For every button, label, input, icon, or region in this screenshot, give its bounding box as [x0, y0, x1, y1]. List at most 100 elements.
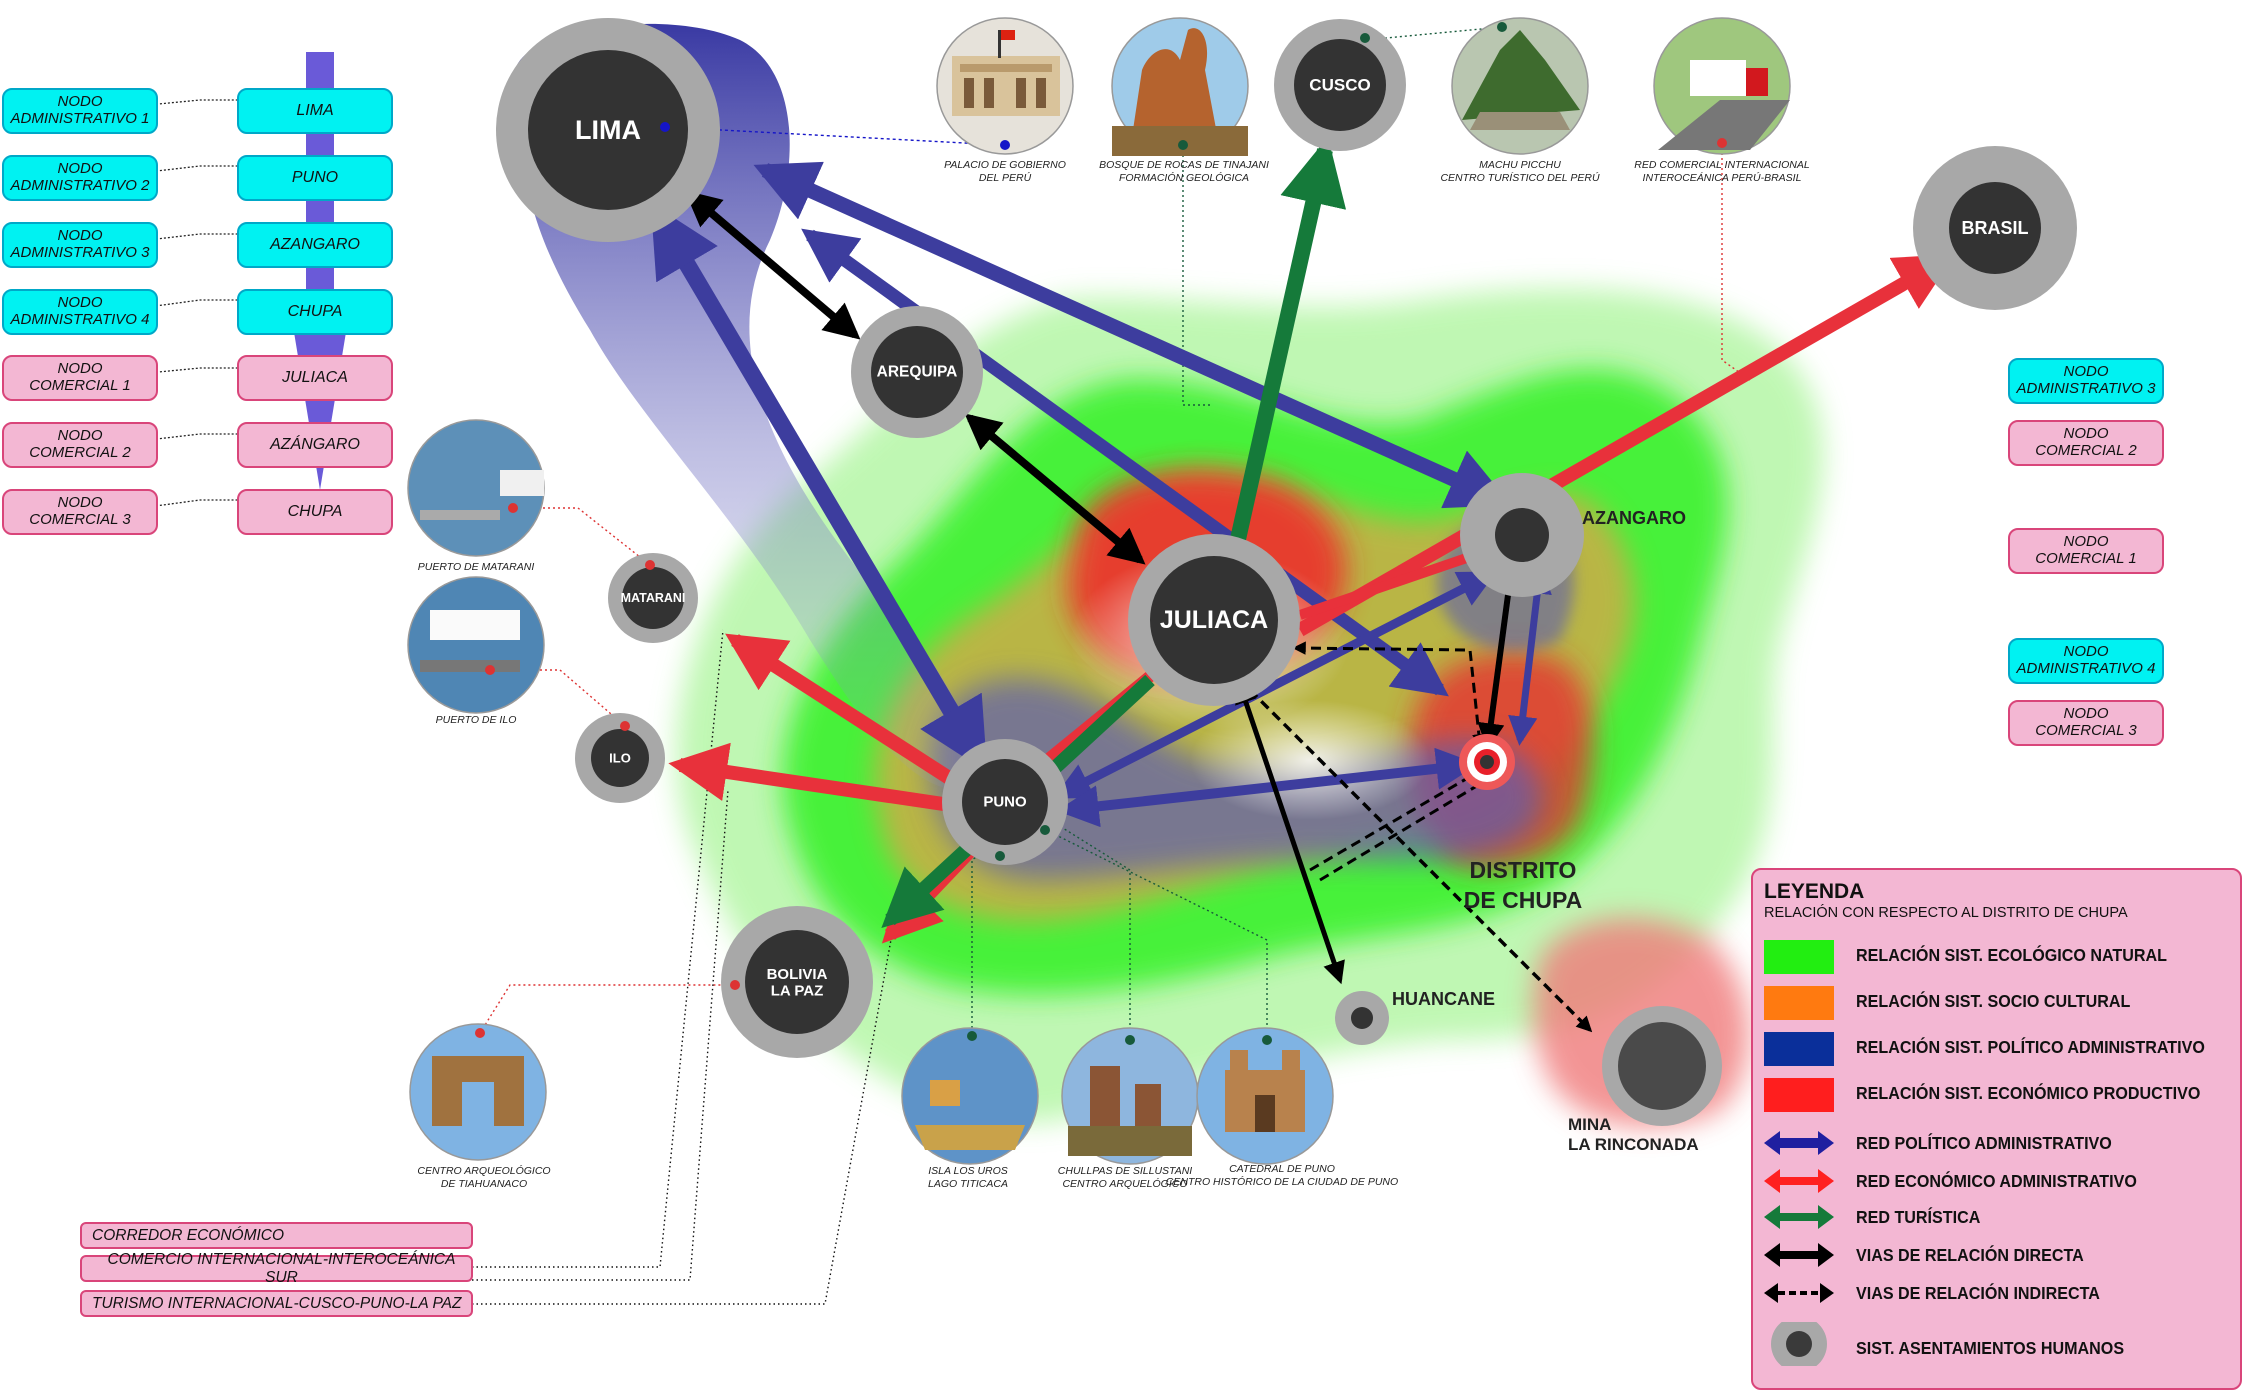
port-icon — [407, 576, 545, 714]
government-palace-icon — [936, 17, 1074, 155]
catedral-caption-2: CENTRO HISTÓRICO DE LA CIUDAD DE PUNO — [1166, 1175, 1398, 1188]
commercial-node-3-box: NODO COMERCIAL 3 — [2, 489, 158, 535]
catedral-caption-1: CATEDRAL DE PUNO — [1229, 1163, 1335, 1175]
cathedral-icon — [1196, 1027, 1334, 1165]
photo-captions: PALACIO DE GOBIERNO DEL PERÚ BOSQUE DE R… — [417, 159, 1809, 1190]
machupicchu-caption-1: MACHU PICCHU — [1479, 159, 1561, 171]
settlements: LIMA CUSCO AREQUIPA JULIACA PUNO MATARAN… — [496, 18, 2077, 1154]
commercial-node-3-place: CHUPA — [237, 489, 393, 535]
chupa-indirect-arrow-2 — [1309, 763, 1493, 872]
stone-gate-icon — [409, 1023, 547, 1161]
machupicchu-caption-2: CENTRO TURÍSTICO DEL PERÚ — [1440, 171, 1599, 184]
tinajani-caption-1: BOSQUE DE ROCAS DE TINAJANI — [1099, 159, 1269, 171]
chupa-indirect-arrow-3 — [1319, 773, 1496, 882]
legend-item-red-turistica: RED TURÍSTICA — [1764, 1197, 2234, 1237]
admin-node-3-box: NODO ADMINISTRATIVO 3 — [2, 222, 158, 268]
admin-node-2-box: NODO ADMINISTRATIVO 2 — [2, 155, 158, 201]
rinconada-node: MINA LA RINCONADA — [1568, 1006, 1722, 1154]
legend-item-politico: RELACIÓN SIST. POLÍTICO ADMINISTRATIVO — [1764, 1027, 2234, 1067]
mountain-ruins-icon — [1451, 17, 1589, 155]
matarani-port-caption: PUERTO DE MATARANI — [418, 561, 535, 573]
ilo-node: ILO — [575, 713, 665, 803]
legend-label: RELACIÓN SIST. ECONÓMICO PRODUCTIVO — [1856, 1083, 2201, 1103]
svg-text:CUSCO: CUSCO — [1309, 76, 1370, 95]
chupa-label-line1: DISTRITO — [1470, 857, 1577, 883]
palacio-caption-2: DEL PERÚ — [979, 171, 1032, 184]
legend-label: RELACIÓN SIST. POLÍTICO ADMINISTRATIVO — [1856, 1037, 2205, 1057]
red-comercial-caption-2: INTEROCEÁNICA PERÚ-BRASIL — [1643, 171, 1802, 184]
svg-text:AREQUIPA: AREQUIPA — [877, 364, 958, 381]
right-node-1: NODO ADMINISTRATIVO 3 — [2008, 358, 2164, 404]
photo-circles — [407, 17, 1791, 1165]
uros-caption-1: ISLA LOS UROS — [928, 1165, 1008, 1177]
legend-label: SIST. ASENTAMIENTOS HUMANOS — [1856, 1338, 2125, 1358]
corridor-commerce: COMERCIO INTERNACIONAL-INTEROCEÁNICA SUR — [80, 1251, 473, 1286]
huancane-node: HUANCANE — [1335, 989, 1495, 1045]
juliaca-huancane-direct-arrow — [1235, 680, 1345, 985]
svg-text:HUANCANE: HUANCANE — [1392, 989, 1495, 1009]
matarani-node: MATARANI — [608, 553, 698, 643]
legend-label: RED TURÍSTICA — [1856, 1207, 1981, 1227]
legend-label: RELACIÓN SIST. SOCIO CULTURAL — [1856, 991, 2131, 1011]
uros-caption-2: LAGO TITICACA — [928, 1178, 1008, 1190]
legend-item-socio-cultural: RELACIÓN SIST. SOCIO CULTURAL — [1764, 981, 2234, 1021]
dashed-double-arrow-icon — [1764, 1283, 1834, 1303]
green-double-arrow-icon — [1764, 1205, 1834, 1229]
green-swatch-icon — [1764, 940, 1834, 974]
legend-item-ecologico: RELACIÓN SIST. ECOLÓGICO NATURAL — [1764, 935, 2234, 975]
settlement-icon — [1771, 1322, 1827, 1366]
legend-title: LEYENDA — [1764, 880, 1865, 903]
legend-item-indirecta: VIAS DE RELACIÓN INDIRECTA — [1764, 1273, 2234, 1313]
red-swatch-icon — [1764, 1078, 1834, 1112]
cusco-node: CUSCO — [1274, 19, 1406, 151]
right-node-5: NODO COMERCIAL 3 — [2008, 700, 2164, 746]
orange-swatch-icon — [1764, 986, 1834, 1020]
rinconada-label-line1: MINA — [1568, 1115, 1611, 1134]
blue-swatch-icon — [1764, 1032, 1834, 1066]
legend-label: RELACIÓN SIST. ECOLÓGICO NATURAL — [1856, 945, 2167, 965]
rock-formation-icon — [1111, 17, 1249, 156]
chupa-label-line2: DE CHUPA — [1464, 887, 1582, 913]
lima-node: LIMA — [496, 18, 720, 242]
tiahuanaco-caption-1: CENTRO ARQUEOLÓGICO — [417, 1164, 550, 1177]
azangaro-node: AZANGARO — [1460, 473, 1686, 597]
right-node-2: NODO COMERCIAL 2 — [2008, 420, 2164, 466]
legend-label: RED POLÍTICO ADMINISTRATIVO — [1856, 1133, 2112, 1153]
juliaca-rinconada-indirect-arrow — [1248, 688, 1593, 1033]
svg-text:ILO: ILO — [609, 751, 631, 766]
juliaca-node: JULIACA — [1128, 534, 1300, 706]
legend-label: RED ECONÓMICO ADMINISTRATIVO — [1856, 1171, 2137, 1191]
rinconada-label-line2: LA RINCONADA — [1568, 1135, 1699, 1154]
legend-label: VIAS DE RELACIÓN DIRECTA — [1856, 1245, 2084, 1265]
admin-node-2-place: PUNO — [237, 155, 393, 201]
admin-node-1-box: NODO ADMINISTRATIVO 1 — [2, 88, 158, 134]
truck-on-highway-icon — [1653, 17, 1791, 155]
black-double-arrow-icon — [1764, 1243, 1834, 1267]
admin-node-3-place: AZANGARO — [237, 222, 393, 268]
stone-towers-icon — [1061, 1027, 1199, 1165]
admin-node-1-place: LIMA — [237, 88, 393, 134]
juliaca-chupa-economic-arrow — [1298, 545, 1492, 620]
juliaca-cusco-tourist-arrow — [1222, 136, 1347, 577]
chupa-azangaro-political-arrow — [1508, 564, 1552, 746]
commercial-node-2-box: NODO COMERCIAL 2 — [2, 422, 158, 468]
red-comercial-caption-1: RED COMERCIAL INTERNACIONAL — [1634, 159, 1810, 171]
juliaca-brasil-economic-arrow — [1296, 253, 1956, 637]
admin-node-4-place: CHUPA — [237, 289, 393, 335]
svg-text:AZANGARO: AZANGARO — [1582, 508, 1686, 528]
corridor-tourism: TURISMO INTERNACIONAL-CUSCO-PUNO-LA PAZ — [80, 1290, 473, 1317]
reed-boats-icon — [901, 1027, 1039, 1165]
legend-panel: LEYENDA RELACIÓN CON RESPECTO AL DISTRIT… — [1751, 868, 2242, 1390]
commercial-node-1-box: NODO COMERCIAL 1 — [2, 355, 158, 401]
lima-arequipa-direct-arrow — [684, 190, 861, 340]
puno-ilo-economic-arrow — [668, 742, 952, 812]
puno-node: PUNO — [942, 739, 1068, 865]
svg-text:JULIACA: JULIACA — [1160, 606, 1268, 634]
puno-matarani-economic-arrow — [725, 633, 964, 791]
legend-item-economico: RELACIÓN SIST. ECONÓMICO PRODUCTIVO — [1764, 1073, 2234, 1113]
tiahuanaco-caption-2: DE TIAHUANACO — [441, 1178, 527, 1190]
right-node-4: NODO ADMINISTRATIVO 4 — [2008, 638, 2164, 684]
ilo-port-caption: PUERTO DE ILO — [436, 714, 517, 726]
